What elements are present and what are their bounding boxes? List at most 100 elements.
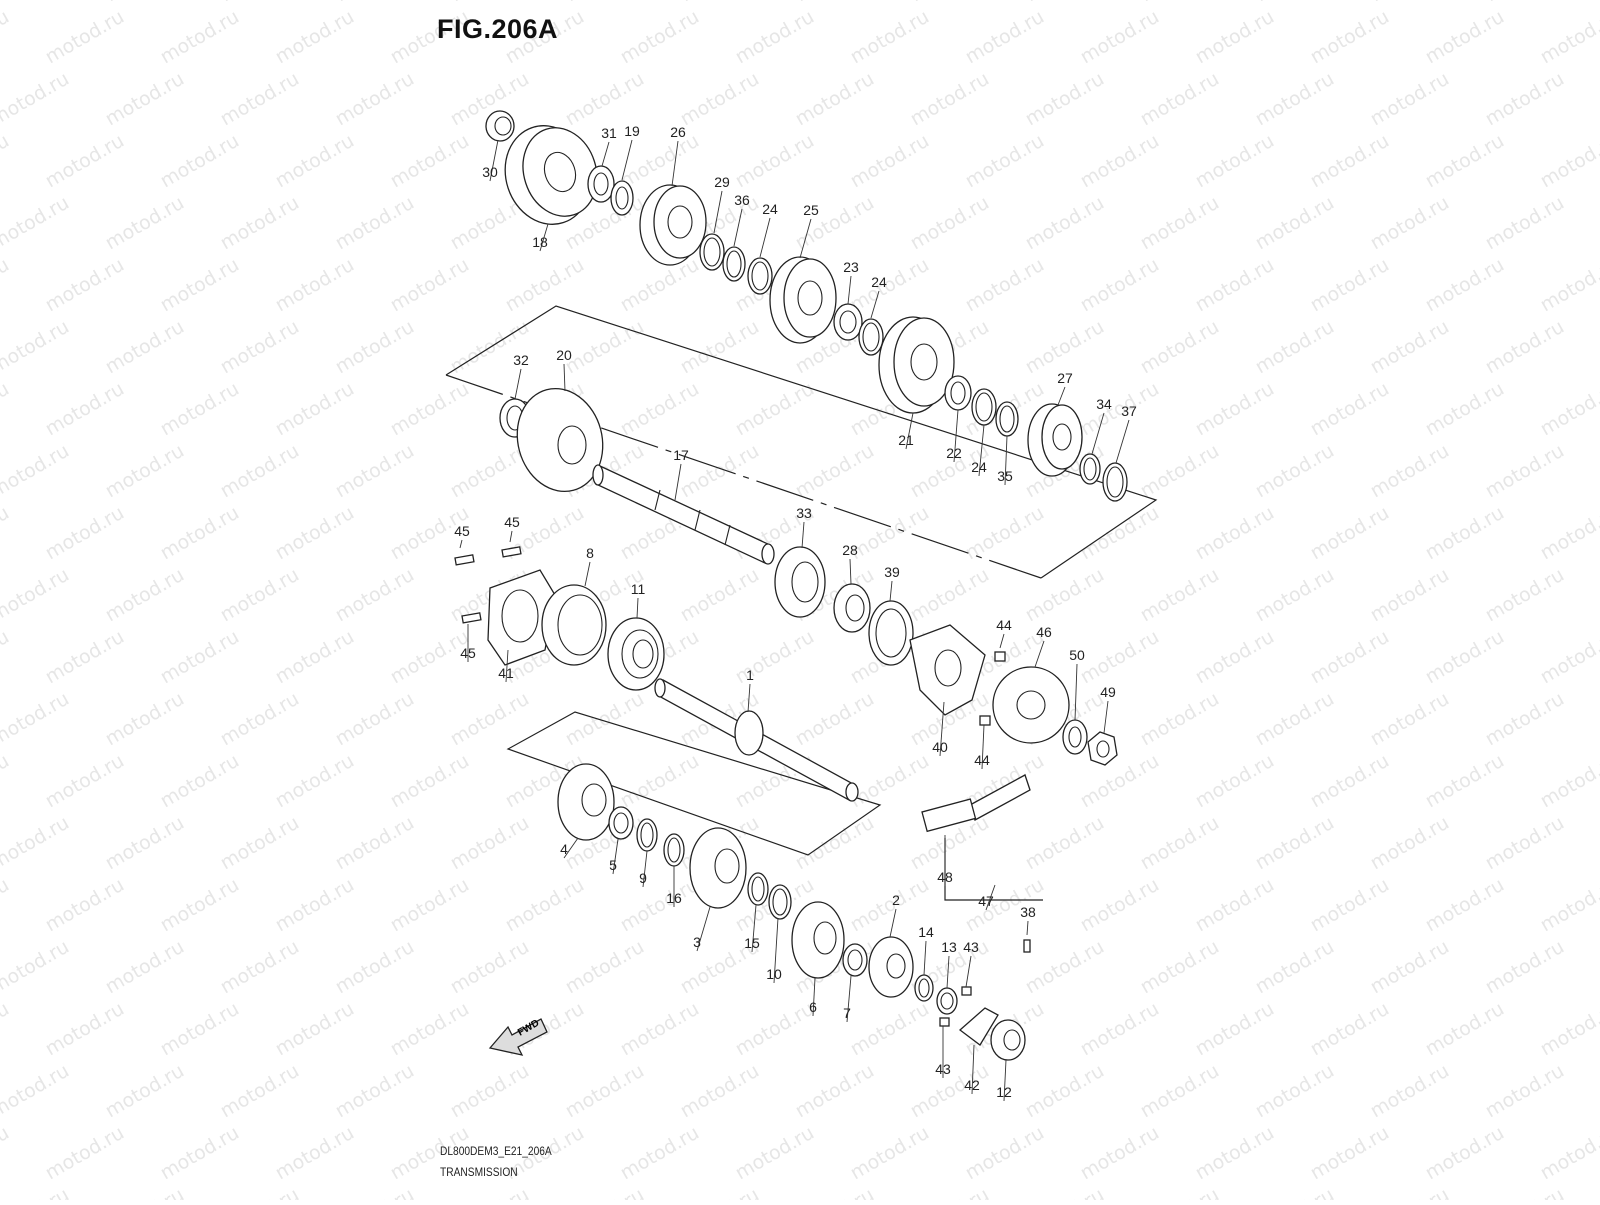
watermark-text: motod.ru [1307,254,1393,317]
callout-2: 2 [892,892,900,908]
watermark-text: motod.ru [1192,750,1278,813]
bushing-7 [843,944,867,976]
callout-12: 12 [996,1084,1012,1100]
watermark-text: motod.ru [217,936,303,999]
callout-24: 24 [762,201,778,217]
watermark-text: motod.ru [1077,1122,1163,1185]
watermark-text: motod.ru [0,6,13,69]
watermark-text: motod.ru [332,192,418,255]
watermark-text: motod.ru [1137,564,1223,627]
watermark-text: motod.ru [157,750,243,813]
watermark-text: motod.ru [387,254,473,317]
watermark-text: motod.ru [1252,316,1338,379]
watermark-text: motod.ru [1537,626,1600,689]
watermark-text: motod.ru [102,1060,188,1123]
watermark-text: motod.ru [102,936,188,999]
watermark-text: motod.ru [1482,316,1568,379]
washer-24-a [748,258,772,294]
callout-9: 9 [639,870,647,886]
watermark-text: motod.ru [1307,502,1393,565]
callout-45: 45 [454,523,470,539]
watermark-text: motod.ru [792,1184,878,1200]
callout-47: 47 [978,893,994,909]
watermark-text: motod.ru [617,998,703,1061]
watermark-text: motod.ru [0,254,13,317]
gear-21 [879,317,954,413]
watermark-text: motod.ru [562,68,648,131]
watermark-text: motod.ru [1367,936,1453,999]
bolt-45-a [455,555,474,565]
watermark-text: motod.ru [1137,688,1223,751]
watermark-text: motod.ru [272,6,358,69]
watermark-text: motod.ru [1192,254,1278,317]
callout-28: 28 [842,542,858,558]
watermark-text: motod.ru [1482,440,1568,503]
diagram-code: DL800DEM3_E21_206A [440,1144,552,1158]
watermark-text: motod.ru [1422,1122,1508,1185]
watermark-text: motod.ru [42,502,128,565]
watermark-text: motod.ru [157,254,243,317]
watermark-text: motod.ru [1422,130,1508,193]
watermark-text: motod.ru [1022,564,1108,627]
watermark-text: motod.ru [1422,254,1508,317]
watermark-text: motod.ru [217,688,303,751]
callout-44: 44 [974,752,990,768]
watermark-text: motod.ru [847,1122,933,1185]
leader-line-24 [760,218,770,257]
watermark-text: motod.ru [1077,130,1163,193]
gear-3 [690,828,746,908]
callout-4: 4 [560,841,568,857]
watermark-text: motod.ru [562,316,648,379]
watermark-text: motod.ru [1482,564,1568,627]
watermark-text: motod.ru [42,874,128,937]
bolt-43-b [940,1018,949,1026]
callout-43: 43 [935,1061,951,1077]
watermark-text: motod.ru [1597,1184,1600,1200]
callout-23: 23 [843,259,859,275]
callout-32: 32 [513,352,529,368]
callout-45: 45 [504,514,520,530]
watermark-text: motod.ru [1367,812,1453,875]
watermark-text: motod.ru [272,998,358,1061]
watermark-text: motod.ru [387,998,473,1061]
watermark-text: motod.ru [1537,1122,1600,1185]
watermark-text: motod.ru [1307,874,1393,937]
bolt-44-a [995,652,1005,661]
washer-37 [1103,463,1127,501]
watermark-text: motod.ru [1597,316,1600,379]
watermark-text: motod.ru [1482,688,1568,751]
callout-10: 10 [766,966,782,982]
watermark-text: motod.ru [562,1060,648,1123]
watermark-text: motod.ru [1252,1060,1338,1123]
watermark-text: motod.ru [847,750,933,813]
watermark-text: motod.ru [1192,6,1278,69]
watermark-text: motod.ru [102,812,188,875]
watermark-text: motod.ru [1422,378,1508,441]
callout-1: 1 [746,667,754,683]
watermark-text: motod.ru [907,68,993,131]
callout-36: 36 [734,192,750,208]
o-ring-39 [869,601,913,665]
nut-49 [1088,732,1117,765]
figure-title: FIG.206A [437,14,558,45]
watermark-text: motod.ru [157,6,243,69]
watermark-text: motod.ru [0,688,73,751]
watermark-text: motod.ru [1252,192,1338,255]
watermark-text: motod.ru [447,0,533,6]
callout-38: 38 [1020,904,1036,920]
watermark-text: motod.ru [732,130,818,193]
callout-39: 39 [884,564,900,580]
bushing-30 [486,111,514,141]
watermark-text: motod.ru [1137,440,1223,503]
watermark-text: motod.ru [617,1122,703,1185]
watermark-text: motod.ru [1597,688,1600,751]
collar-28 [834,584,870,632]
watermark-text: motod.ru [332,68,418,131]
watermark-text: motod.ru [217,440,303,503]
watermark-text: motod.ru [1422,874,1508,937]
circlip-16 [664,834,684,866]
watermark-text: motod.ru [0,130,13,193]
callout-35: 35 [997,468,1013,484]
watermark-text: motod.ru [0,378,13,441]
watermark-text: motod.ru [332,564,418,627]
